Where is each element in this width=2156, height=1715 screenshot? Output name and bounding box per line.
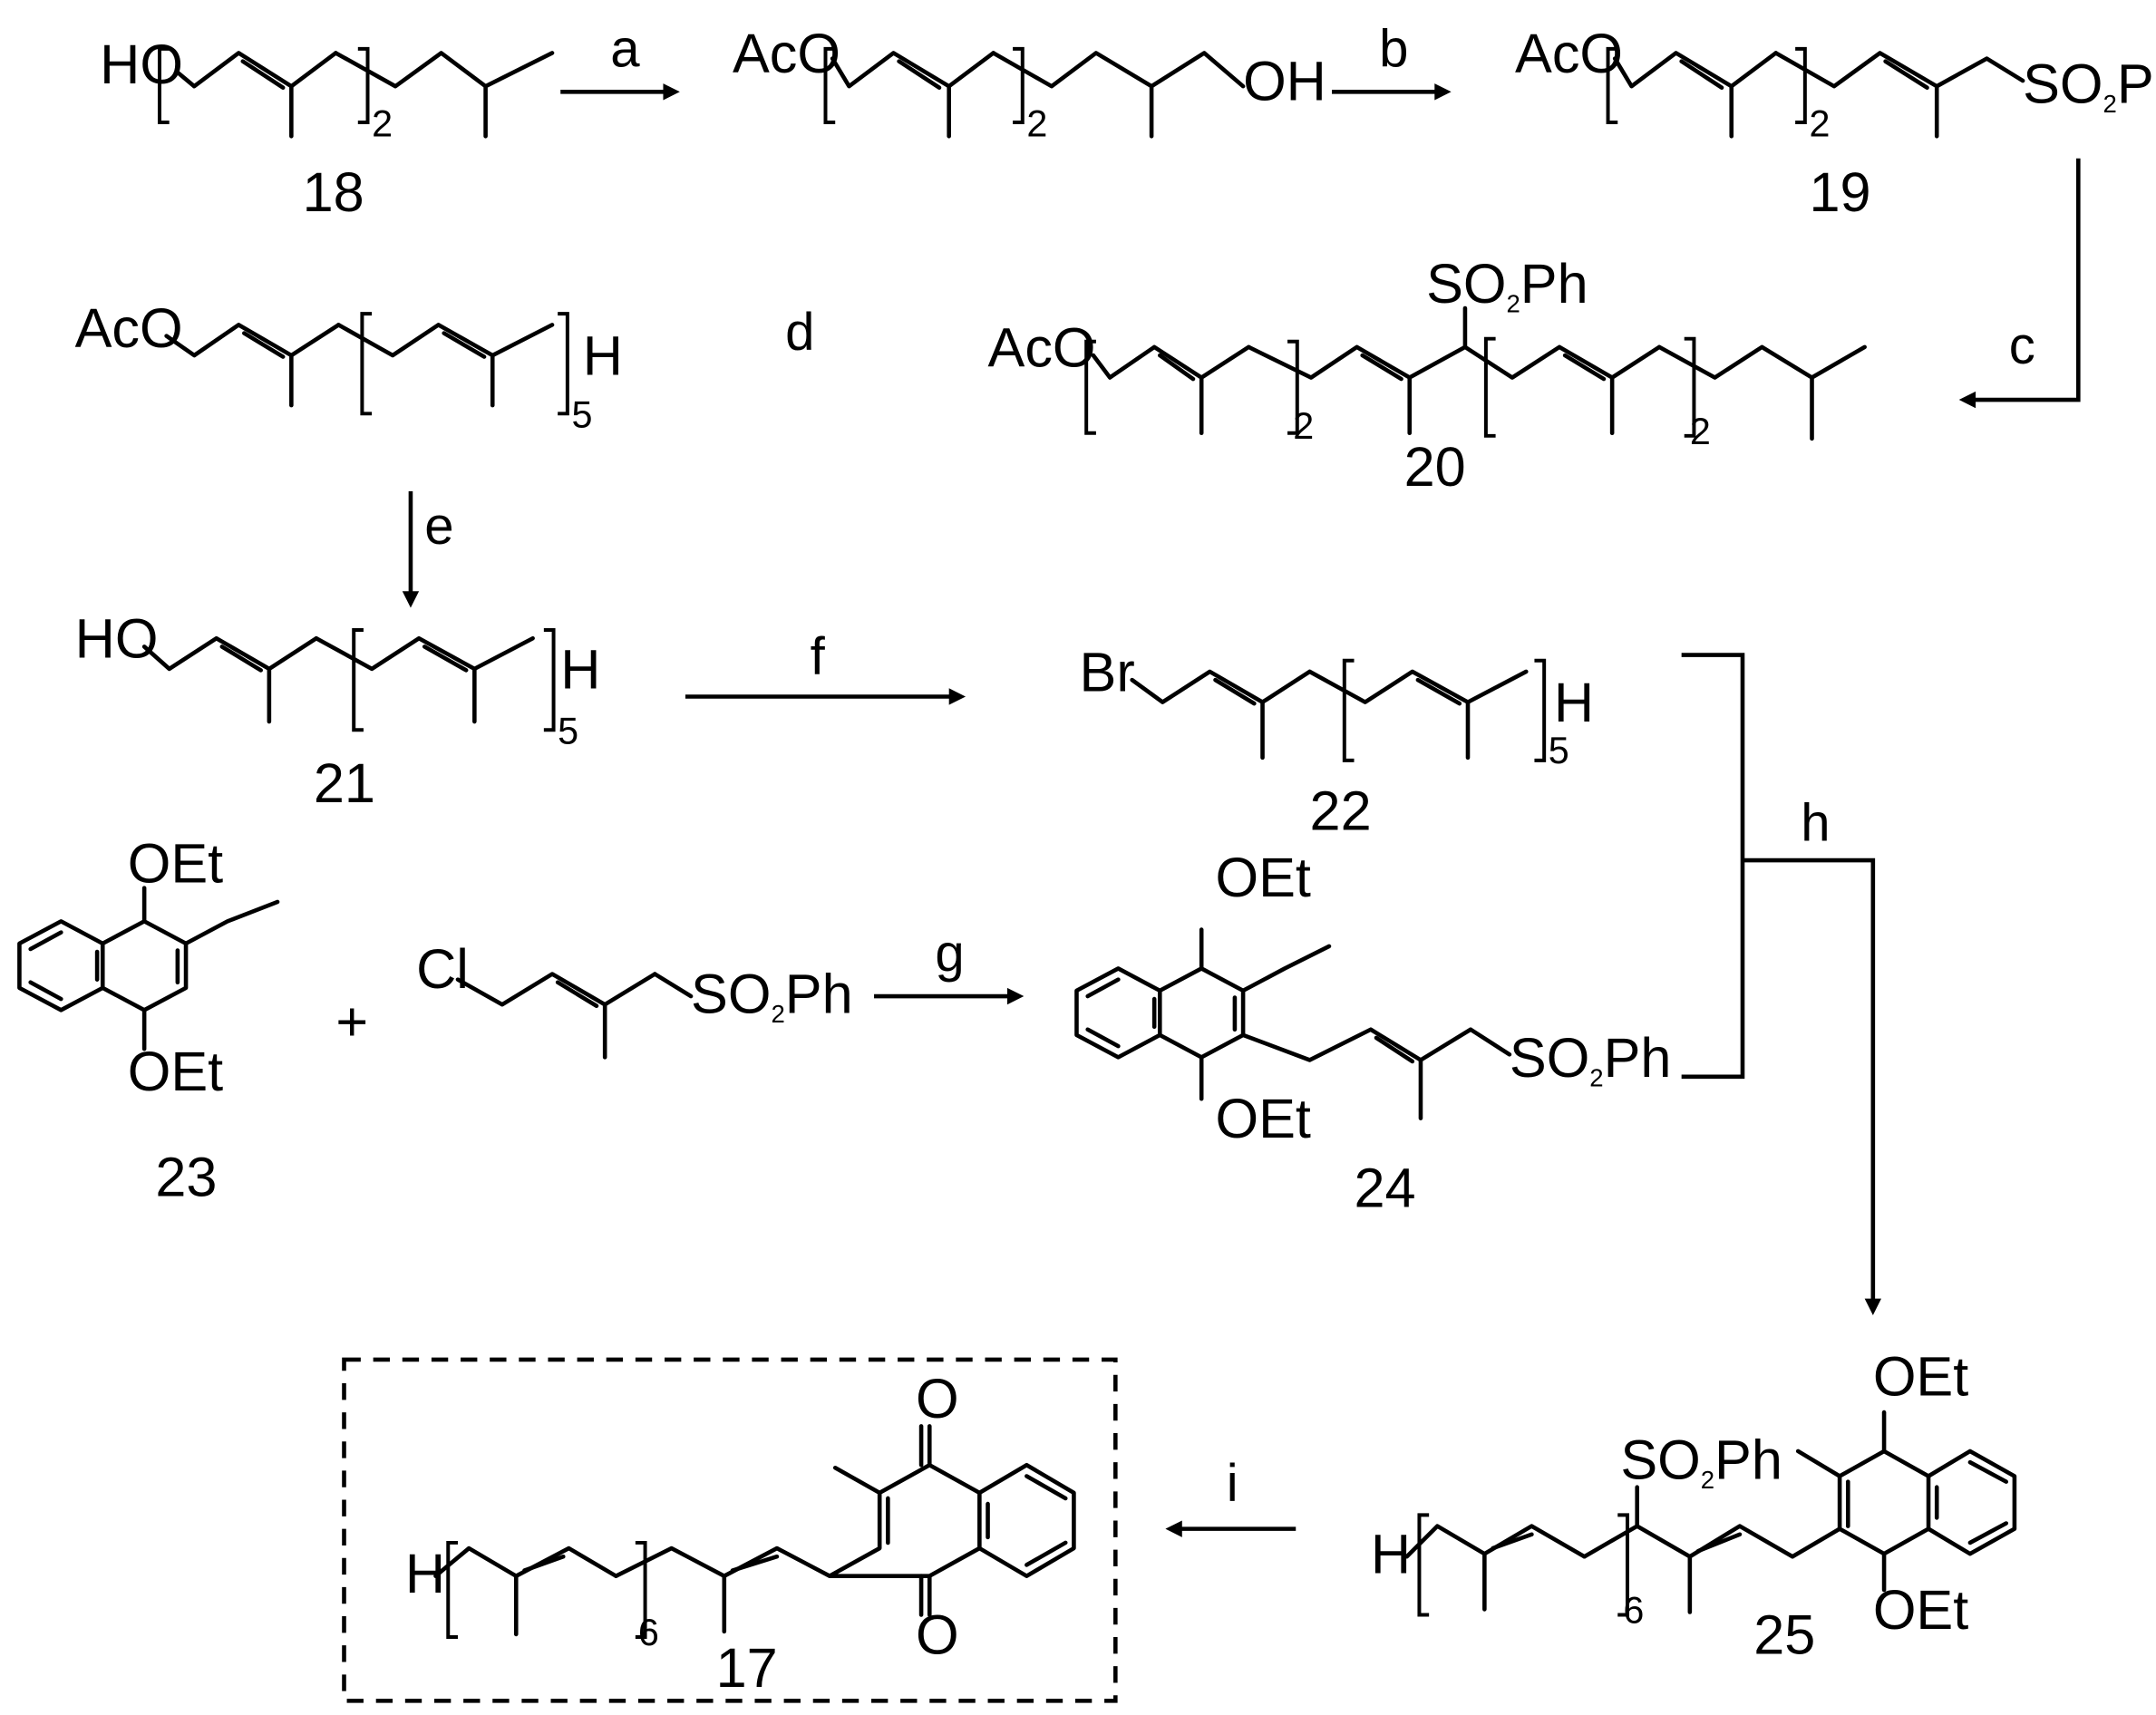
compound-number: 23 xyxy=(155,1146,217,1207)
compound-number: 20 xyxy=(1404,436,1466,498)
compound-23: OEt OEt 23 xyxy=(17,833,280,1207)
compound-acetate-polyprenyl: AcO H 5 xyxy=(75,297,623,436)
arrow-step-h: h xyxy=(1681,653,1882,1315)
arrow-step-g: g xyxy=(874,924,1025,1005)
carbonyl-oxygen: O xyxy=(916,1604,959,1665)
group-cl: Cl xyxy=(416,938,469,1000)
group-aco: AcO xyxy=(733,23,840,84)
arrow-step-b: b xyxy=(1332,20,1452,101)
compound-17-target: H 6 O O 17 xyxy=(342,1357,1118,1703)
compound-intermediate-alcohol: AcO 2 OH xyxy=(733,23,1326,144)
repeat-count: 5 xyxy=(571,394,592,436)
target-highlight-box xyxy=(342,1357,1118,1703)
repeat-count: 5 xyxy=(558,711,578,752)
step-label-i: i xyxy=(1227,1454,1238,1513)
group-so2ph: SO2Ph xyxy=(691,963,853,1028)
compound-19: AcO 2 SO2Ph 19 xyxy=(1515,23,2156,223)
step-label-b: b xyxy=(1379,20,1408,79)
compound-18: HO 2 18 xyxy=(100,34,555,223)
group-oet: OEt xyxy=(128,833,223,895)
arrow-step-i: i xyxy=(1165,1454,1297,1537)
group-aco: AcO xyxy=(75,297,183,359)
compound-25: H 6 SO2Ph OEt OEt 25 xyxy=(1371,1346,2017,1665)
compound-number: 24 xyxy=(1355,1158,1416,1219)
step-label-a: a xyxy=(610,20,640,79)
compound-24: OEt OEt SO2Ph 24 xyxy=(1074,847,1672,1219)
repeat-count: 5 xyxy=(1549,730,1569,771)
compound-22: Br H 5 22 xyxy=(1080,641,1595,841)
compound-number: 18 xyxy=(303,161,364,223)
compound-number: 21 xyxy=(314,752,375,814)
group-aco: AcO xyxy=(1515,23,1623,84)
group-oet: OEt xyxy=(1873,1579,1968,1641)
arrow-step-c: c xyxy=(1958,158,2081,409)
arrow-step-f: f xyxy=(685,627,966,705)
group-br: Br xyxy=(1080,641,1135,702)
group-h: H xyxy=(560,638,600,700)
compound-20: AcO 2 SO2Ph 2 20 xyxy=(988,253,1867,498)
repeat-count: 6 xyxy=(1623,1590,1644,1632)
group-ho: HO xyxy=(75,608,159,670)
group-so2ph: SO2Ph xyxy=(1620,1429,1782,1495)
step-label-e: e xyxy=(424,497,453,556)
step-label-h: h xyxy=(1801,794,1830,853)
group-ho: HO xyxy=(100,34,183,95)
plus-sign: + xyxy=(335,991,368,1052)
group-h: H xyxy=(1371,1524,1411,1585)
repeat-count: 2 xyxy=(372,102,393,144)
repeat-count: 2 xyxy=(1809,102,1830,144)
compound-number: 19 xyxy=(1809,161,1870,223)
carbonyl-oxygen: O xyxy=(916,1368,959,1429)
compound-number: 25 xyxy=(1753,1604,1815,1665)
group-aco: AcO xyxy=(988,316,1096,378)
group-oet: OEt xyxy=(1215,1088,1310,1149)
group-oet: OEt xyxy=(1873,1346,1968,1408)
arrow-step-a: a xyxy=(560,20,680,101)
compound-21: HO H 5 21 xyxy=(75,608,601,814)
group-h: H xyxy=(1554,672,1594,733)
group-so2ph: SO2Ph xyxy=(1426,253,1588,318)
group-oet: OEt xyxy=(128,1041,223,1102)
group-so2ph: SO2Ph xyxy=(2023,53,2156,119)
group-oh: OH xyxy=(1243,50,1326,111)
repeat-count: 2 xyxy=(1026,102,1047,144)
step-label-d: d xyxy=(785,303,814,362)
step-label-g: g xyxy=(935,924,964,983)
reagent-chloro-sulfone: Cl SO2Ph xyxy=(416,938,853,1060)
arrow-step-e: e xyxy=(402,491,454,608)
repeat-count: 6 xyxy=(638,1612,659,1653)
compound-number: 17 xyxy=(716,1637,778,1699)
step-label-c: c xyxy=(2009,316,2035,375)
group-so2ph: SO2Ph xyxy=(1510,1027,1672,1092)
repeat-count: 2 xyxy=(1293,405,1314,447)
group-oet: OEt xyxy=(1215,847,1310,908)
repeat-count: 2 xyxy=(1690,411,1711,452)
compound-number: 22 xyxy=(1310,780,1372,841)
group-h: H xyxy=(583,325,623,386)
step-label-f: f xyxy=(811,627,826,686)
